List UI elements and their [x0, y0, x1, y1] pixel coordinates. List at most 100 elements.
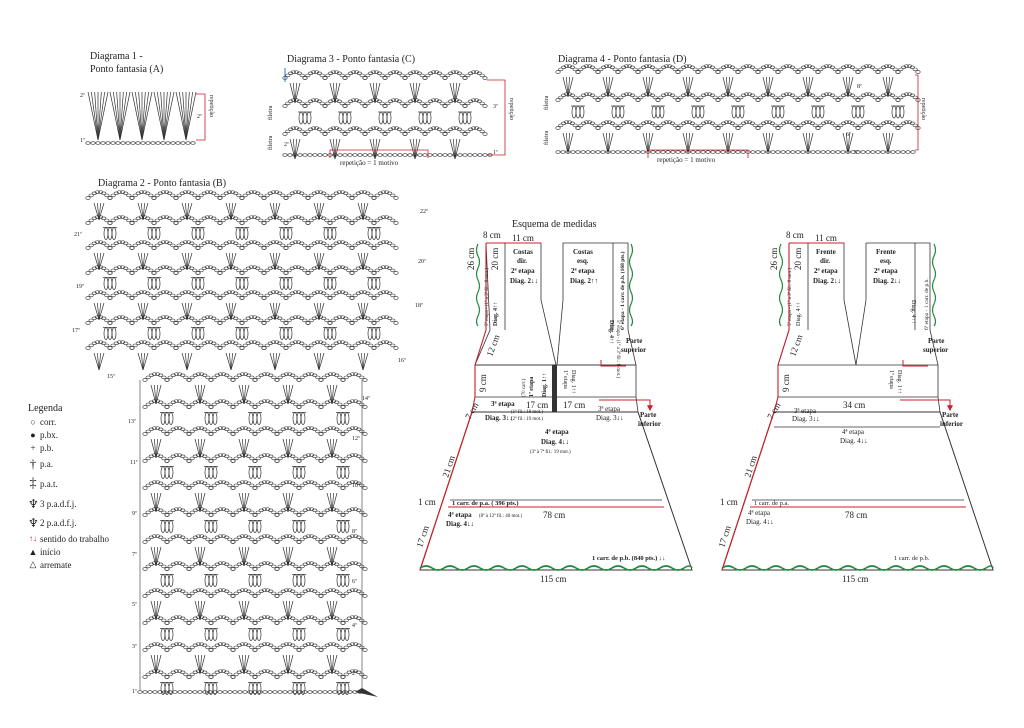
chain-stitch [895, 126, 901, 130]
chain-stitch [915, 70, 921, 74]
chain-stitch [202, 616, 208, 621]
chain-stitch [151, 588, 157, 592]
chain-stitch [198, 343, 204, 348]
chain-stitch [321, 591, 327, 596]
stitch-stroke [140, 252, 144, 271]
chain-stitch [712, 95, 718, 100]
stitch-stroke [329, 138, 336, 160]
chain-stitch [575, 98, 581, 102]
chain-stitch [160, 315, 166, 319]
chain-stitch [436, 99, 442, 104]
chain-stitch [249, 510, 255, 515]
chain-stitch [325, 101, 331, 106]
chain-stitch [208, 648, 214, 652]
chain-stitch [864, 120, 870, 124]
chain-stitch [129, 221, 135, 225]
diagram-3: Diagrama 3 - Ponto fantasia (C) fileira … [267, 54, 514, 167]
chain-stitch [334, 616, 340, 621]
cluster-petal [252, 574, 258, 587]
chain-stitch [343, 402, 349, 407]
chain-stitch [755, 98, 761, 102]
chain-stitch [824, 120, 830, 124]
chain-stitch [246, 562, 252, 567]
chain-stitch [246, 643, 252, 648]
chain-stitch [161, 618, 167, 623]
chain-stitch [88, 243, 94, 248]
cluster-petal [287, 327, 293, 340]
cluster-petal [164, 628, 170, 641]
chain-stitch [145, 375, 151, 380]
chain-stitch [892, 95, 898, 100]
chain-stitch [387, 266, 393, 271]
chain-stitch [233, 564, 239, 569]
chain-stitch [277, 341, 283, 346]
stitch-stroke [230, 202, 234, 221]
chain-stitch [592, 95, 598, 100]
chain-stitch [343, 564, 349, 569]
stitch-stroke [199, 654, 203, 675]
stitch-stroke [163, 91, 172, 141]
chain-stitch [315, 537, 321, 542]
stitch-stroke [160, 91, 165, 141]
chain-stitch [283, 296, 289, 300]
chain-stitch [640, 150, 646, 154]
chain-stitch [239, 615, 245, 619]
chain-stitch [436, 127, 442, 132]
diagram-2-row-number: 4ª [352, 623, 357, 629]
chain-stitch [775, 70, 781, 74]
chain-stitch [101, 291, 107, 296]
chain-stitch [337, 456, 343, 461]
chain-stitch [126, 218, 132, 223]
chain-stitch [371, 321, 377, 325]
chain-stitch [815, 70, 821, 74]
cluster-petal [771, 105, 777, 119]
chain-stitch [332, 690, 338, 694]
chain-stitch [189, 591, 195, 596]
chain-stitch [107, 246, 113, 250]
chain-stitch [292, 240, 298, 244]
chain-stitch [170, 318, 176, 323]
chain-stitch [755, 150, 761, 154]
chain-stitch [145, 672, 151, 677]
chain-stitch [784, 92, 790, 96]
chain-stitch [330, 193, 336, 198]
chain-stitch [158, 373, 164, 378]
chain-stitch [327, 642, 333, 646]
chain-stitch [412, 153, 418, 157]
chain-stitch [236, 218, 242, 223]
cluster-petal [331, 327, 337, 340]
chain-stitch [419, 129, 425, 134]
chain-stitch [107, 296, 113, 300]
chain-stitch [195, 426, 201, 430]
cluster2-icon: ♆ [28, 515, 39, 530]
stitch-stroke [119, 91, 131, 141]
chain-stitch [655, 98, 661, 102]
chain-stitch [182, 340, 188, 344]
chain-stitch [678, 123, 684, 128]
chain-stitch [283, 642, 289, 646]
chain-stitch [186, 621, 192, 625]
chain-stitch [829, 93, 835, 98]
chain-stitch [226, 340, 232, 344]
chain-stitch [832, 67, 838, 72]
chain-stitch [356, 454, 362, 459]
chain-stitch [195, 534, 201, 538]
chain-stitch [615, 70, 621, 74]
legend-label: início [40, 546, 61, 557]
chain-stitch [195, 221, 201, 225]
chain-stitch [145, 316, 151, 321]
chain-stitch [164, 594, 170, 598]
chain-stitch [772, 95, 778, 100]
back-etapa4-note: (3ª à 7ª fil.: 19 mot.) [530, 449, 571, 455]
chain-stitch [164, 405, 170, 409]
chain-stitch [208, 432, 214, 436]
chain-stitch [157, 690, 163, 694]
chain-stitch [305, 73, 311, 78]
diagram-1-row-1: 1ª [80, 138, 85, 144]
chain-stitch [180, 643, 186, 648]
chain-stitch [129, 321, 135, 325]
cluster-petal [338, 111, 344, 125]
chain-stitch [182, 190, 188, 194]
chain-stitch [345, 73, 351, 78]
chain-stitch [249, 645, 255, 650]
